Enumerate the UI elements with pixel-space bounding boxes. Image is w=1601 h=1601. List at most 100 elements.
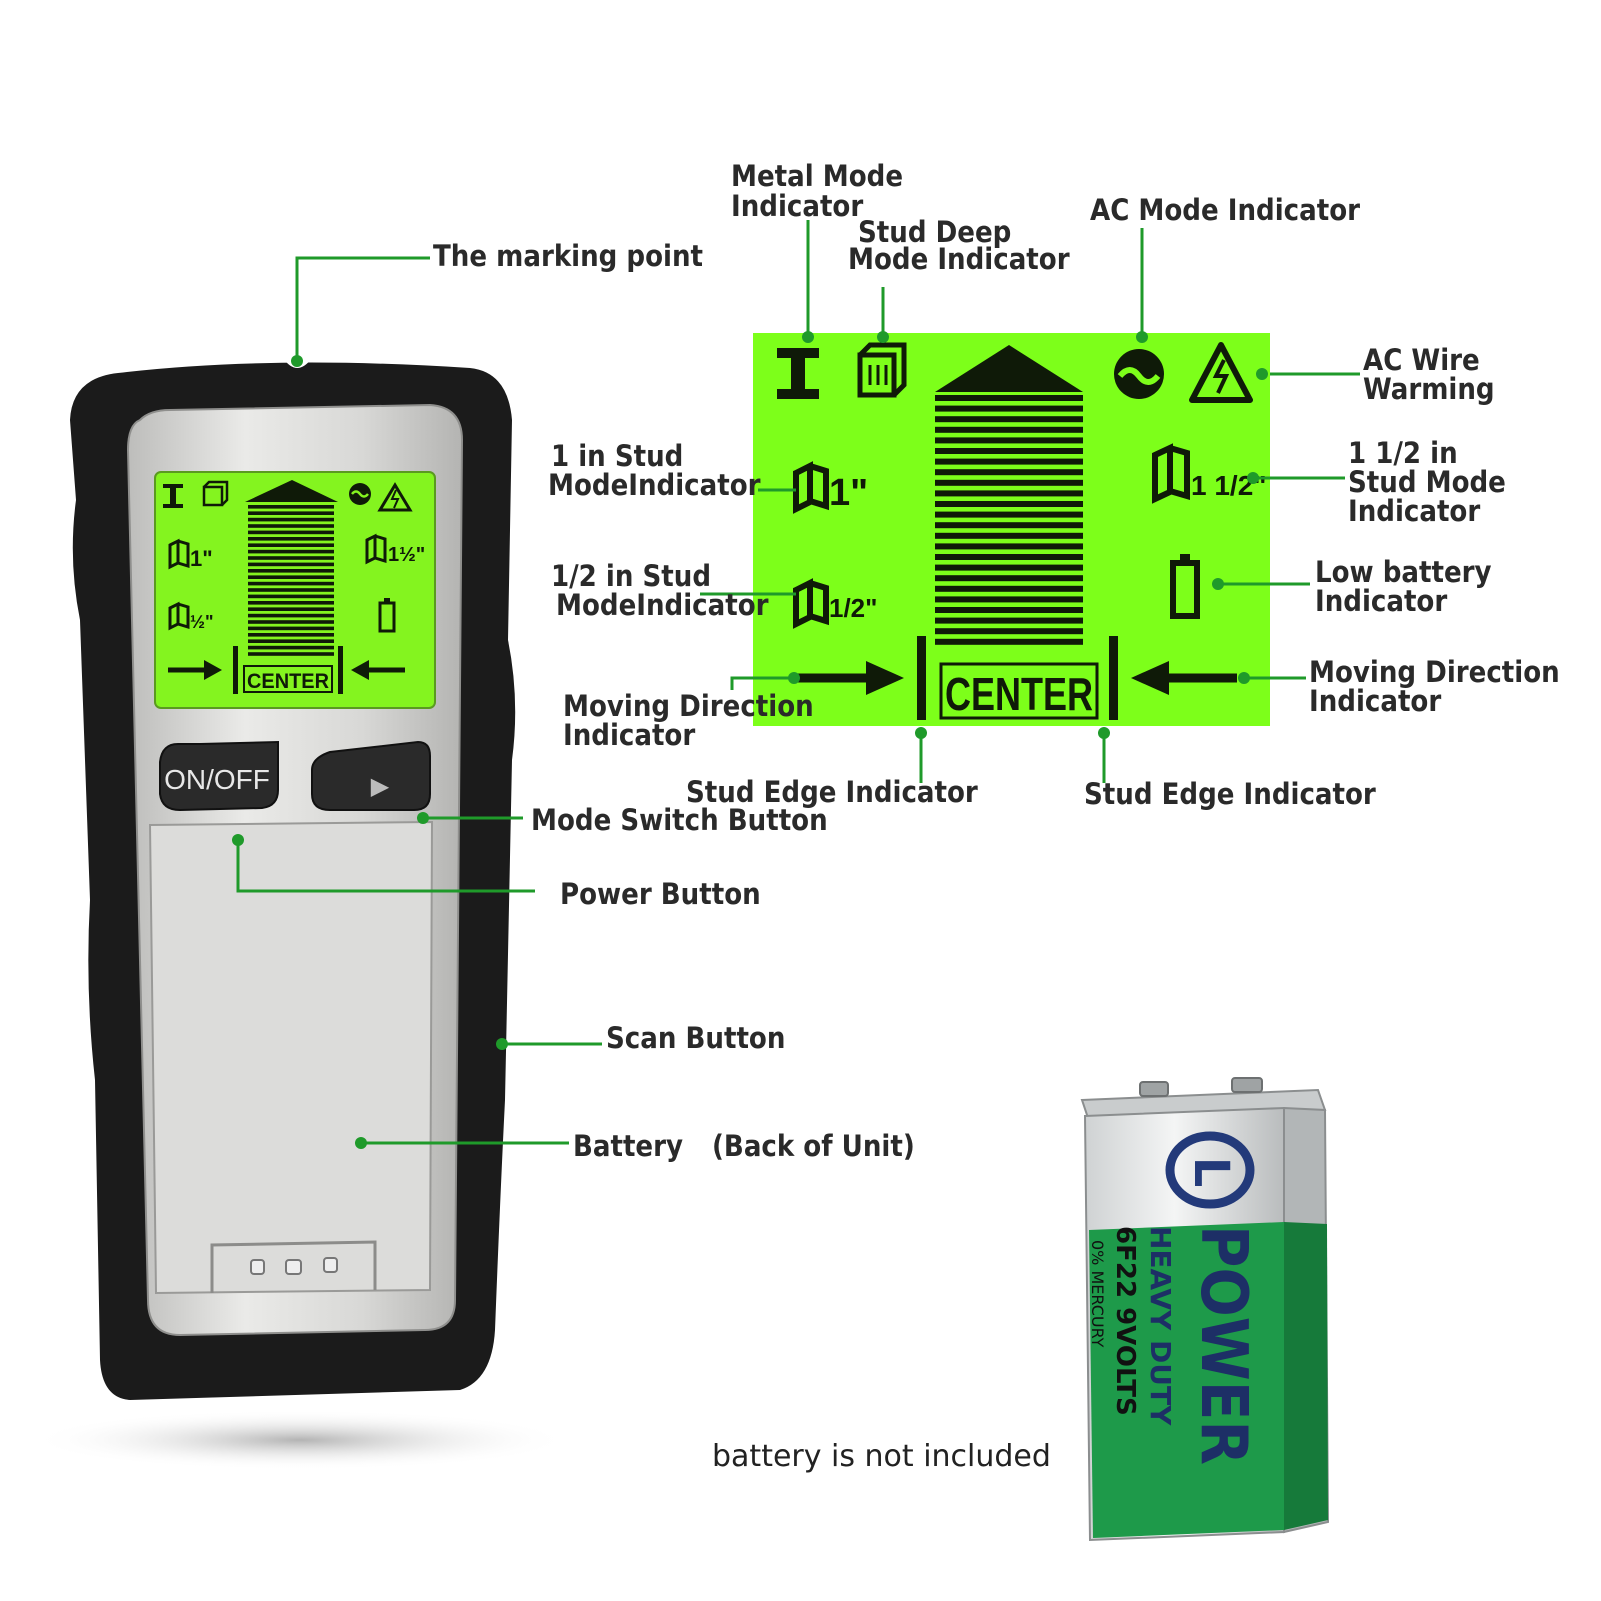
- stud-half-icon: [793, 578, 829, 629]
- center-box: [939, 662, 1099, 720]
- battery-door-latch: [210, 1240, 377, 1293]
- battery-door: [148, 820, 434, 1295]
- signal-bar: [935, 585, 1083, 592]
- signal-bar: [248, 626, 334, 631]
- signal-bar: [935, 596, 1083, 603]
- device-lcd-center-box: [243, 665, 333, 693]
- signal-bar: [248, 517, 334, 522]
- signal-bar: [248, 607, 334, 611]
- nine-volt-battery: L POWER HEAVY DUTY 6F22 9VOLTS 0% MERCUR…: [1080, 1077, 1330, 1542]
- ac-mode-icon: [1114, 349, 1164, 399]
- label-moving-direction-left: Moving Direction Indicator: [563, 689, 823, 752]
- label-stud-1in: 1 in Stud ModeIndicator: [548, 439, 761, 502]
- label-moving-direction-right: Moving Direction Indicator: [1309, 655, 1569, 718]
- screen-detail: 1" 1/2" 1 1/2": [753, 333, 1270, 726]
- signal-bar: [935, 437, 1083, 444]
- battery-side-green: [1284, 1222, 1328, 1530]
- low-battery-icon: [1170, 554, 1200, 619]
- moving-direction-left-arrow: [1131, 661, 1237, 695]
- label-marking-point: The marking point: [433, 239, 703, 273]
- signal-bar: [248, 511, 334, 515]
- stud-1in-text: 1": [829, 472, 868, 514]
- center-label: CENTER: [945, 668, 1093, 720]
- label-battery: Battery (Back of Unit): [573, 1129, 915, 1163]
- signal-bar: [248, 620, 334, 624]
- signal-bar: [248, 588, 334, 592]
- signal-bar: [935, 426, 1083, 433]
- signal-bar: [248, 549, 334, 554]
- power-button-label: ON/OFF: [164, 764, 270, 795]
- signal-bar: [248, 594, 334, 599]
- label-stud-half: 1/2 in Stud ModeIndicator: [551, 559, 769, 622]
- stud-edge-left-bar: [917, 636, 926, 720]
- device-shadow: [30, 1410, 570, 1470]
- signal-bar: [248, 537, 334, 541]
- svg-text:1½": 1½": [388, 544, 425, 566]
- signal-bar: [935, 501, 1083, 507]
- signal-bar: [248, 652, 334, 656]
- signal-bar: [935, 479, 1083, 486]
- svg-text:½": ½": [190, 612, 214, 632]
- signal-bar: [248, 575, 334, 579]
- signal-bar: [935, 638, 1083, 645]
- signal-bar: [935, 395, 1083, 401]
- label-mode-switch: Mode Switch Button: [531, 803, 828, 837]
- label-stud-edge-right: Stud Edge Indicator: [1084, 777, 1376, 811]
- signal-bar: [248, 633, 334, 637]
- label-stud-1half: 1 1/2 in Stud Mode Indicator: [1348, 436, 1515, 528]
- signal-peak-icon: [935, 345, 1083, 392]
- signal-bar: [935, 543, 1083, 550]
- power-button[interactable]: ON/OFF: [159, 740, 279, 812]
- battery-line3: 0% MERCURY: [1088, 1240, 1107, 1348]
- label-metal-mode: Metal Mode Indicator: [731, 159, 912, 223]
- battery-logo: L: [1165, 1131, 1255, 1209]
- device-lcd-content: 1" ½" 1½": [163, 480, 425, 694]
- signal-bar: [935, 628, 1083, 635]
- signal-bar: [935, 564, 1083, 571]
- mode-switch-button[interactable]: ▶: [311, 740, 431, 811]
- battery-green-band: [1089, 1222, 1284, 1538]
- signal-bar: [935, 416, 1083, 423]
- battery-logo-letter: L: [1183, 1157, 1239, 1188]
- callout-labels: The marking point Metal Mode Indicator S…: [433, 159, 1569, 1474]
- label-power-button: Power Button: [560, 877, 761, 911]
- signal-bar: [935, 448, 1083, 454]
- signal-bar: [935, 458, 1083, 465]
- signal-bar: [935, 532, 1083, 539]
- moving-direction-right-arrow: [797, 661, 904, 695]
- signal-bar: [248, 581, 334, 586]
- signal-bar: [935, 554, 1083, 560]
- stud-1half-icon: [1152, 443, 1190, 504]
- device-lcd-signal-bars: [248, 505, 334, 656]
- device-lcd-center-label: CENTER: [247, 670, 329, 693]
- signal-bar: [248, 645, 334, 650]
- signal-bar: [935, 511, 1083, 518]
- signal-bar: [248, 543, 334, 547]
- label-ac-mode: AC Mode Indicator: [1090, 193, 1360, 227]
- stud-finder-device: 1" ½" 1½" CENTER ON/OFF ▶: [30, 358, 570, 1470]
- label-low-battery: Low battery Indicator: [1315, 555, 1501, 618]
- signal-bar: [935, 405, 1083, 412]
- latch-dot: [250, 1259, 265, 1275]
- leader-lines: [236, 220, 1360, 1145]
- signal-bar: [248, 601, 334, 605]
- signal-strength-bars: [935, 395, 1083, 645]
- signal-bar: [248, 562, 334, 567]
- label-battery-note: battery is not included: [712, 1439, 1051, 1474]
- label-stud-deep: Stud Deep Mode Indicator: [848, 215, 1070, 276]
- stud-1in-icon: [793, 461, 829, 514]
- svg-text:1": 1": [190, 546, 213, 571]
- signal-bar: [248, 505, 334, 509]
- label-ac-wire: AC Wire Warming: [1363, 343, 1495, 406]
- leader-dots: [232, 331, 1268, 1149]
- stud-half-text: 1/2": [829, 593, 877, 623]
- battery-line1: HEAVY DUTY: [1144, 1226, 1177, 1426]
- signal-bar: [935, 575, 1083, 582]
- battery-terminal: [1231, 1077, 1263, 1093]
- label-scan-button: Scan Button: [606, 1021, 785, 1055]
- signal-bar: [935, 490, 1083, 497]
- latch-dot: [285, 1259, 302, 1275]
- label-stud-edge-left: Stud Edge Indicator: [686, 775, 978, 809]
- battery-brand: POWER: [1186, 1225, 1260, 1465]
